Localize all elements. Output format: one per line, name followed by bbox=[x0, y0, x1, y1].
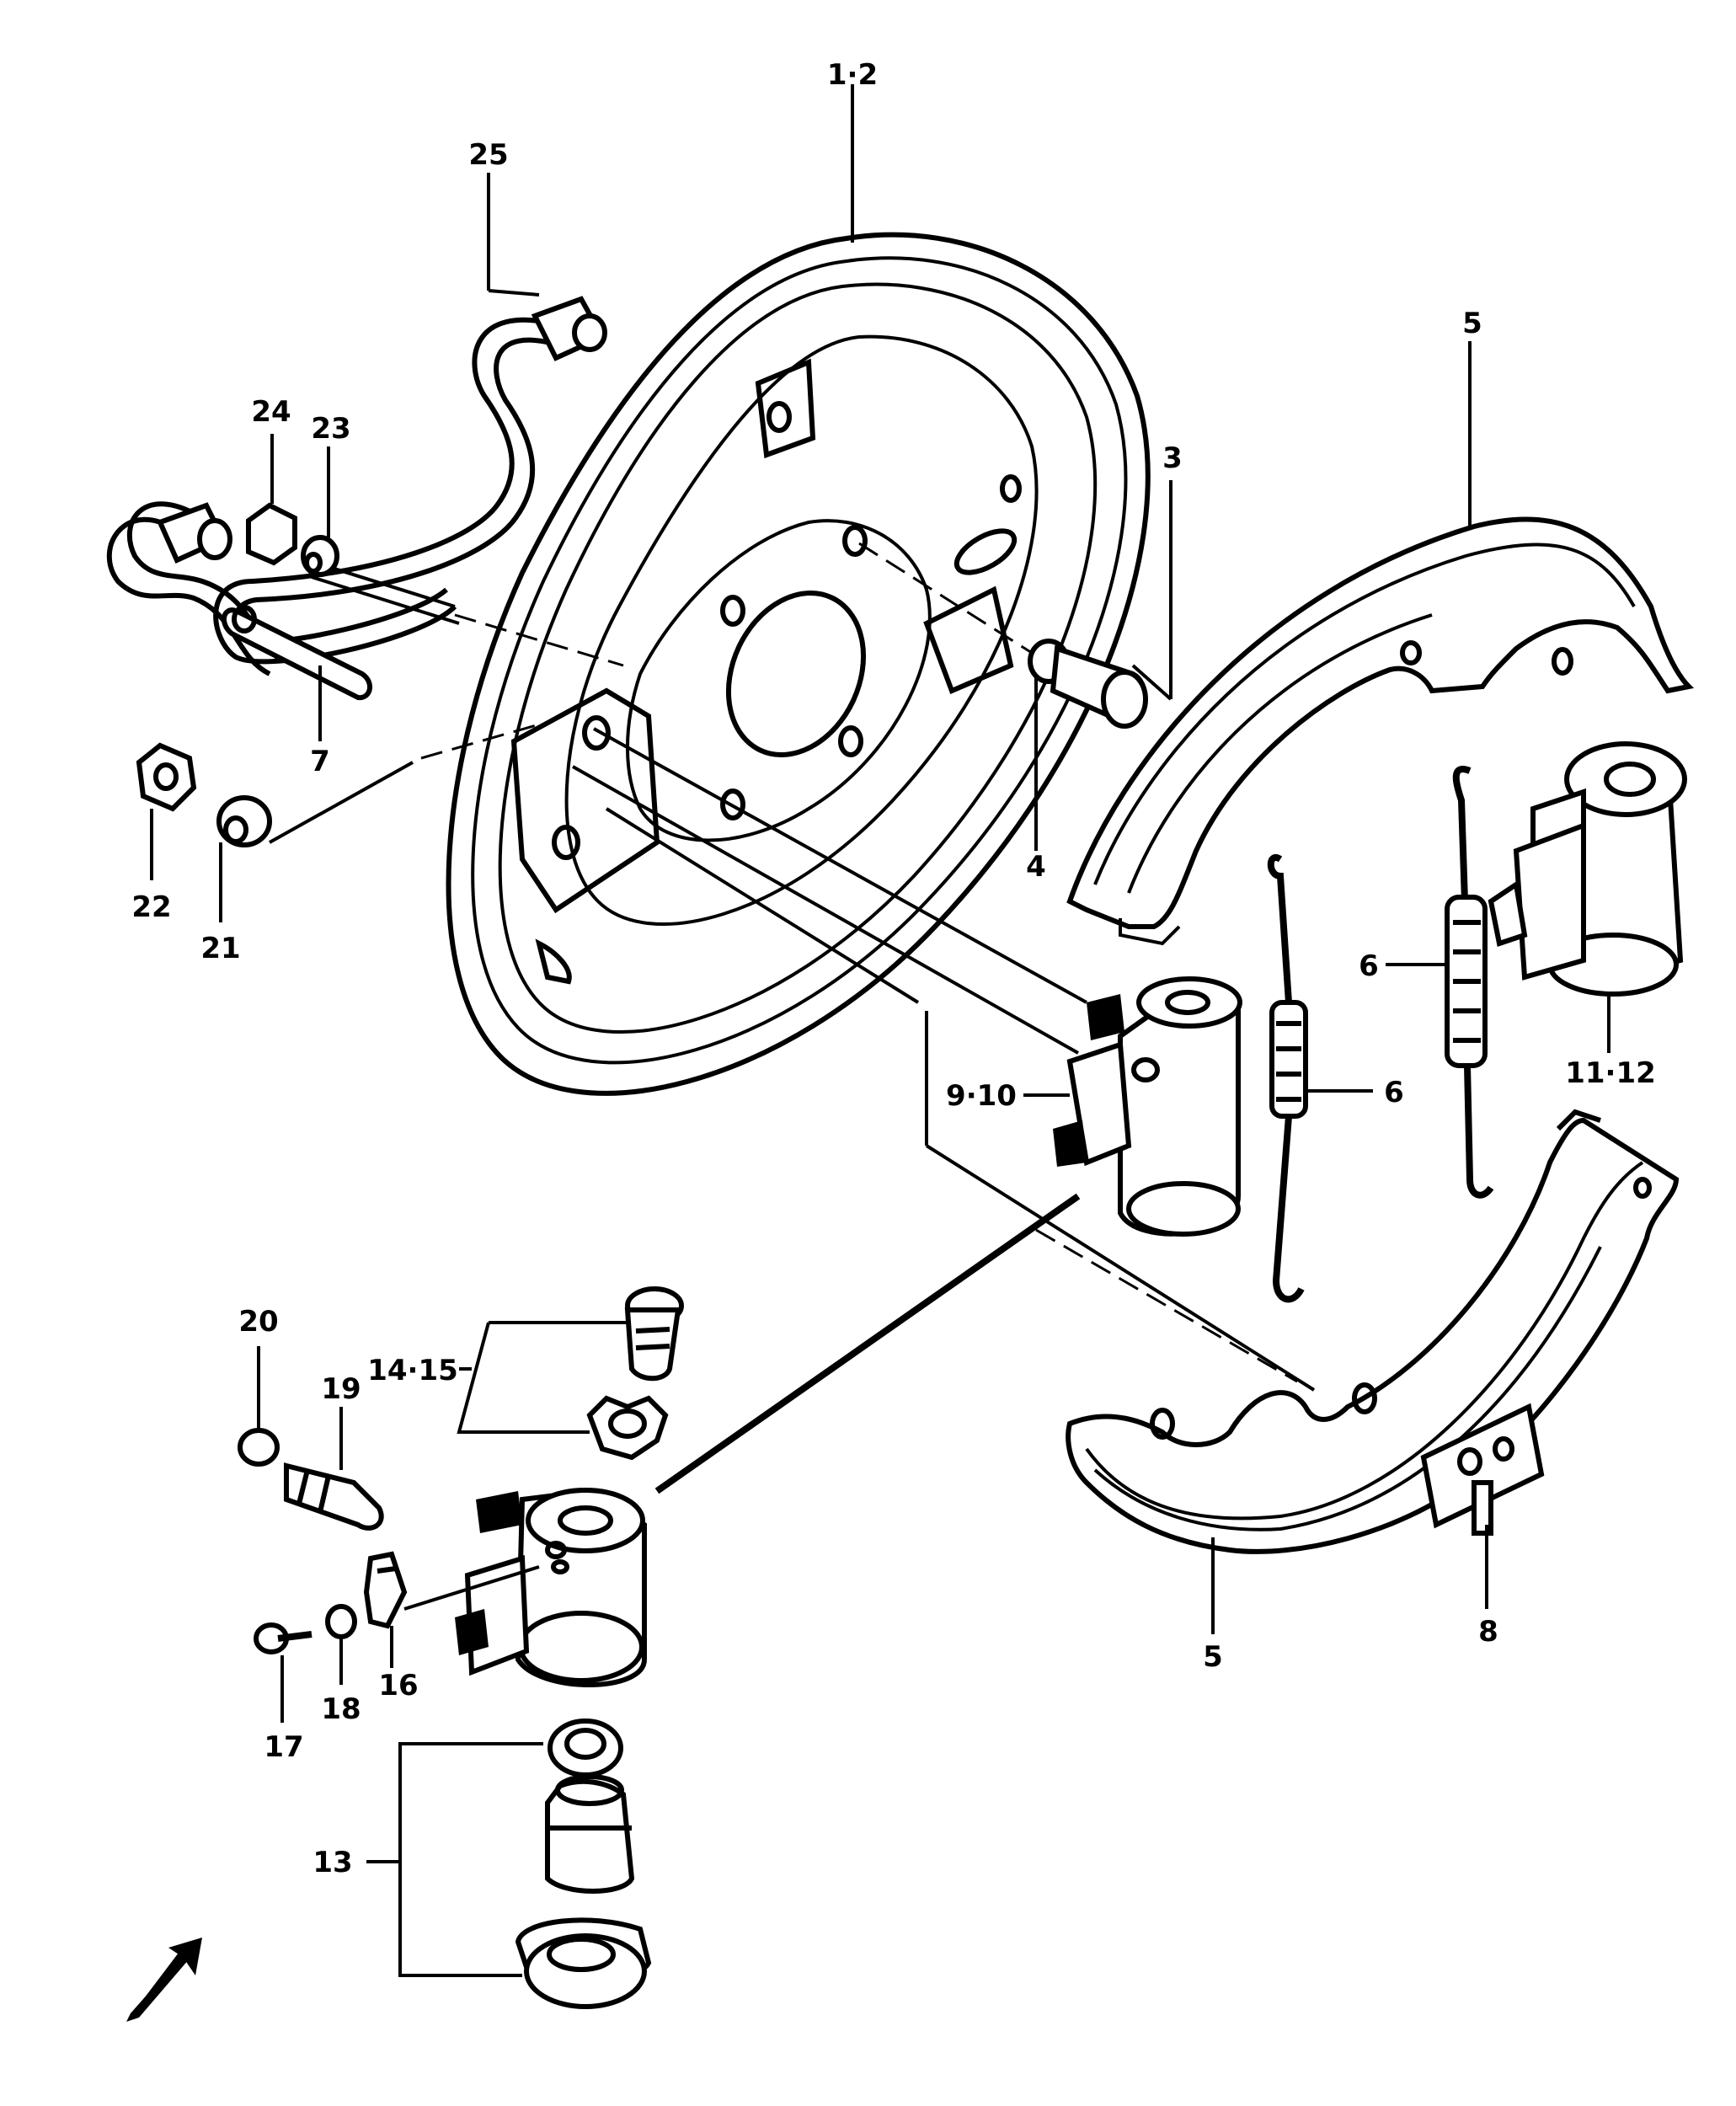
label-8: 8 bbox=[1478, 1615, 1498, 1649]
cap-20: 20 bbox=[238, 1305, 280, 1467]
label-5-bottom: 5 bbox=[1203, 1640, 1223, 1674]
repair-kit-13: 13 bbox=[312, 1718, 652, 2009]
backing-plate bbox=[446, 232, 1151, 1096]
label-22: 22 bbox=[131, 890, 171, 924]
label-7: 7 bbox=[310, 745, 330, 778]
label-18: 18 bbox=[321, 1692, 361, 1726]
part-18: 18 bbox=[321, 1604, 361, 1726]
front-arrow-icon bbox=[126, 1938, 202, 2022]
washer-23: 23 bbox=[301, 412, 351, 577]
label-24: 24 bbox=[251, 395, 291, 429]
brake-shoe-upper bbox=[1066, 516, 1695, 946]
leader-3: 3 bbox=[1131, 441, 1183, 701]
assembly-lines bbox=[572, 727, 1316, 1494]
label-1-2: 1·2 bbox=[827, 58, 878, 92]
label-4: 4 bbox=[1026, 850, 1046, 884]
wheel-cylinder-9-10 bbox=[1053, 976, 1242, 1237]
label-23: 23 bbox=[311, 412, 350, 446]
leader-9-10: 9·10 bbox=[946, 1079, 1070, 1113]
clip-7: 7 bbox=[222, 605, 372, 778]
bolt-14-15: 14·15 bbox=[367, 1286, 684, 1461]
washer-21: 21 bbox=[200, 795, 272, 965]
label-21: 21 bbox=[200, 932, 240, 965]
wheel-cylinder-11-12: 11·12 bbox=[1488, 741, 1687, 1090]
label-16: 16 bbox=[378, 1669, 418, 1702]
bolt-4: 4 bbox=[858, 542, 1148, 884]
clip-16: 16 bbox=[363, 1551, 419, 1702]
label-6-right: 6 bbox=[1359, 949, 1379, 983]
leader-6-right: 6 bbox=[1359, 949, 1449, 983]
label-3: 3 bbox=[1162, 441, 1183, 475]
adjuster-8: 8 bbox=[1420, 1403, 1545, 1649]
bleeder-19: 19 bbox=[284, 1372, 384, 1531]
label-6-left: 6 bbox=[1384, 1076, 1404, 1109]
label-11-12: 11·12 bbox=[1565, 1056, 1656, 1090]
brake-shoe-lower bbox=[1066, 1109, 1680, 1554]
spring-6-right bbox=[1445, 766, 1494, 1199]
label-9-10: 9·10 bbox=[946, 1079, 1017, 1113]
nut-24: 24 bbox=[246, 395, 297, 566]
label-13: 13 bbox=[312, 1846, 352, 1879]
label-20: 20 bbox=[238, 1305, 278, 1339]
screw-17: 17 bbox=[254, 1622, 312, 1764]
nut-22: 22 bbox=[131, 742, 197, 924]
leader-5-bottom: 5 bbox=[1203, 1537, 1223, 1674]
label-19: 19 bbox=[321, 1372, 361, 1406]
leader-1-2: 1·2 bbox=[827, 58, 878, 243]
label-14-15: 14·15 bbox=[367, 1354, 458, 1387]
spring-6-left bbox=[1267, 854, 1308, 1303]
label-5-top: 5 bbox=[1462, 307, 1482, 340]
leader-6-left: 6 bbox=[1306, 1076, 1404, 1109]
leader-5-top: 5 bbox=[1462, 307, 1482, 526]
label-25: 25 bbox=[468, 138, 508, 172]
brake-pipe-25: 25 bbox=[106, 138, 607, 676]
label-17: 17 bbox=[264, 1730, 303, 1764]
cylinder-body-lower bbox=[403, 1488, 647, 1687]
